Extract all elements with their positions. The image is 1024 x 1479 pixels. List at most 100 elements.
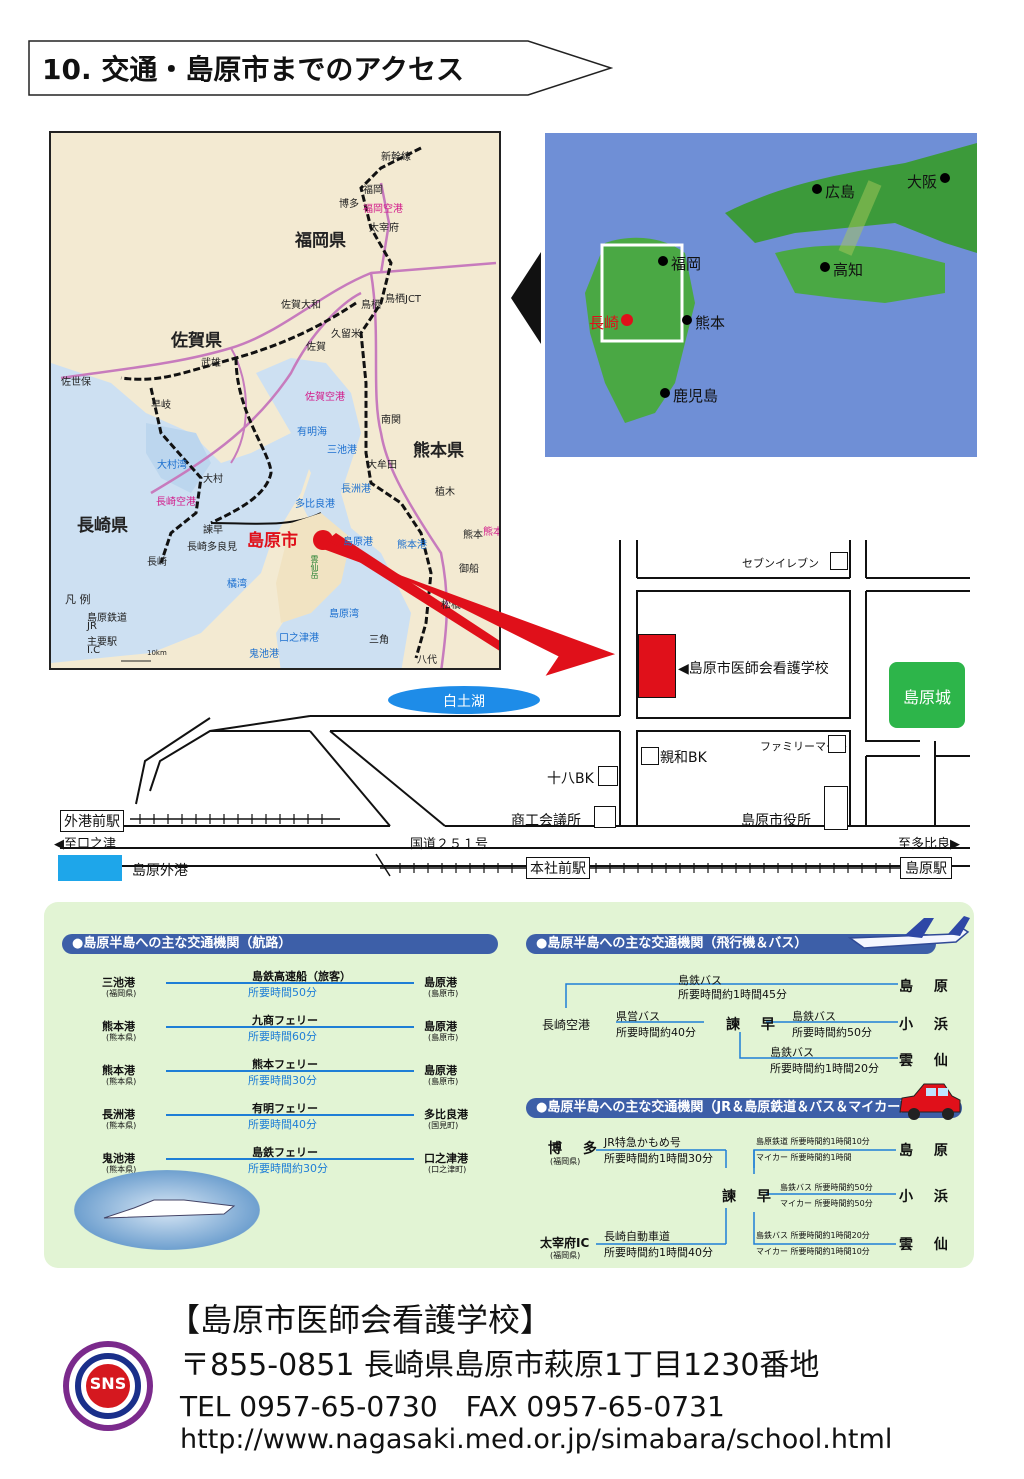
city-hall-marker <box>824 786 848 830</box>
ferry-from-pref: (熊本県) <box>106 1033 137 1042</box>
ferry-from-port: 熊本港 <box>102 1064 135 1077</box>
ship-icon <box>103 1199 236 1219</box>
ferry-from-port: 鬼池港 <box>102 1152 135 1165</box>
ic-yatsushiro: 八代 <box>417 655 437 666</box>
jr-dest-shimabara: 島 原 <box>899 1143 956 1159</box>
jr-dest-unzen: 雲 仙 <box>899 1237 956 1253</box>
airport-kumamoto: 熊本空港 <box>483 527 501 538</box>
shirachi-lake: 白土湖 <box>388 686 540 714</box>
legend-shimatetsu: 島原鉄道 <box>87 613 127 624</box>
ferry-name: 島鉄高速船（旅客） <box>252 970 351 983</box>
sea-shimabara-bay: 島原湾 <box>329 609 359 620</box>
ferry-time: 所要時間約30分 <box>248 1162 328 1175</box>
air-top-time: 所要時間約1時間45分 <box>678 988 787 1001</box>
jr-dest3-b: マイカー 所要時間約1時間10分 <box>756 1247 870 1256</box>
station-fukuoka: 福岡 <box>363 185 383 196</box>
ferry-from-port: 長洲港 <box>102 1108 135 1121</box>
castle-label: 島原城 <box>902 688 951 707</box>
jr-dest2-b: マイカー 所要時間約50分 <box>780 1199 873 1208</box>
transport-panel: ●島原半島への主な交通機関（航路） 三池港 (福岡県) 島鉄高速船（旅客） 所要時間5… <box>44 902 974 1268</box>
airport-fukuoka: 福岡空港 <box>363 204 403 215</box>
ferry-section-title: ●島原半島への主な交通機関（航路） <box>62 934 498 954</box>
station-nagasaki: 長崎 <box>147 557 167 568</box>
juhachi-bank-label: 十八BK <box>547 771 594 787</box>
airport-saga: 佐賀空港 <box>305 392 345 403</box>
lake-label: 白土湖 <box>443 694 485 710</box>
school-building <box>638 634 676 698</box>
jr-line2: 長崎自動車道 <box>604 1230 670 1243</box>
air-r1-time: 所要時間約50分 <box>792 1026 872 1039</box>
shimabara-station: 島原駅 <box>900 857 952 879</box>
ferry-time: 所要時間40分 <box>248 1118 317 1131</box>
ferry-route-line <box>166 1114 414 1116</box>
ferry-name: 有明フェリー <box>252 1102 318 1115</box>
ferry-name: 島鉄フェリー <box>252 1146 318 1159</box>
sea-ariake: 有明海 <box>297 427 327 438</box>
to-kuchinotsu: ◀至口之津 <box>54 837 116 852</box>
shinwa-bank-marker <box>641 747 659 765</box>
ferry-to-port: 口之津港 <box>424 1152 468 1165</box>
port-kuchinotsu: 口之津港 <box>279 633 319 644</box>
ferry-route-line <box>166 982 414 984</box>
jr-hub: 諫 早 <box>722 1189 779 1205</box>
air-origin: 長崎空港 <box>542 1018 591 1032</box>
air-mid-bus: 県営バス <box>616 1010 660 1023</box>
port-nagasu: 長洲港 <box>341 484 371 495</box>
ferry-time: 所要時間60分 <box>248 1030 317 1043</box>
ferry-to-city: (島原市) <box>428 1033 459 1042</box>
station-sasebo: 佐世保 <box>61 377 91 388</box>
station-isahaya: 諫早 <box>203 525 223 536</box>
station-tosu: 鳥栖 <box>361 300 381 311</box>
port-taira: 多比良港 <box>295 499 335 510</box>
ferry-to-city: (島原市) <box>428 1077 459 1086</box>
air-dest-shimabara: 島 原 <box>899 979 956 995</box>
ic-mifune: 御船 <box>459 564 479 575</box>
west-japan-map: 広島 大阪 福岡 高知 長崎 熊本 鹿児島 <box>545 133 977 457</box>
ferry-to-city: (島原市) <box>428 989 459 998</box>
shinwa-bank-label: 親和BK <box>660 750 707 766</box>
shimabara-castle: 島原城 <box>889 662 965 728</box>
air-hub: 諫 早 <box>726 1017 783 1033</box>
seven-eleven-marker <box>830 552 848 570</box>
pref-label-saga: 佐賀県 <box>171 331 222 351</box>
legend-scale: 10km <box>147 649 167 657</box>
page-title: 10. 交通・島原市までのアクセス <box>42 53 464 86</box>
ic-nankan: 南関 <box>381 415 401 426</box>
jr-from-hakata: 博 多 <box>548 1141 605 1157</box>
ferry-name: 九商フェリー <box>252 1014 318 1027</box>
port-oniike: 鬼池港 <box>249 649 279 660</box>
jr-dest-obama: 小 浜 <box>899 1189 956 1205</box>
ferry-to-city: (国見町) <box>428 1121 459 1130</box>
school-url[interactable]: http://www.nagasaki.med.or.jp/simabara/s… <box>180 1424 893 1455</box>
ferry-from-port: 三池港 <box>102 976 135 989</box>
ic-saga-yamato: 佐賀大和 <box>281 300 321 311</box>
legend-main-station: 主要駅 <box>87 637 117 648</box>
city-label-shimabara: 島原市 <box>247 531 298 551</box>
station-hakata: 博多 <box>339 199 359 210</box>
jct-tosu: 鳥栖JCT <box>385 294 422 305</box>
ferry-to-port: 島原港 <box>424 1064 457 1077</box>
air-dest-obama: 小 浜 <box>899 1017 956 1033</box>
air-section-title: ●島原半島への主な交通機関（飛行機＆バス） <box>526 934 936 954</box>
label-shinkansen: 新幹線 <box>381 152 411 163</box>
ferry-time: 所要時間30分 <box>248 1074 317 1087</box>
jr-dest1-b: マイカー 所要時間約1時間 <box>756 1153 852 1162</box>
air-mid-time: 所要時間約40分 <box>616 1026 696 1039</box>
jr-from-dazaifu: 太宰府IC <box>540 1236 590 1250</box>
jr-from-dazaifu-pref: (福岡県) <box>550 1251 581 1260</box>
ic-ueki: 植木 <box>435 487 455 498</box>
city-fukuoka: 福岡 <box>671 255 702 273</box>
juhachi-bank-marker <box>598 766 618 786</box>
ferry-name: 熊本フェリー <box>252 1058 318 1071</box>
ferry-route-line <box>166 1070 414 1072</box>
city-kagoshima: 鹿児島 <box>673 387 719 405</box>
route-251-label: 国道２５１号 <box>410 837 489 852</box>
ferry-from-pref: (熊本県) <box>106 1077 137 1086</box>
station-takeo: 武雄 <box>201 358 221 369</box>
school-address: 〒855-0851 長崎県島原市萩原1丁目1230番地 <box>180 1348 820 1383</box>
logo-text: SNS <box>89 1374 127 1393</box>
ferry-time: 所要時間50分 <box>248 986 317 999</box>
legend-jr: JR <box>87 621 97 632</box>
pref-label-fukuoka: 福岡県 <box>295 231 346 251</box>
city-hall-label: 島原市役所 <box>741 813 811 829</box>
